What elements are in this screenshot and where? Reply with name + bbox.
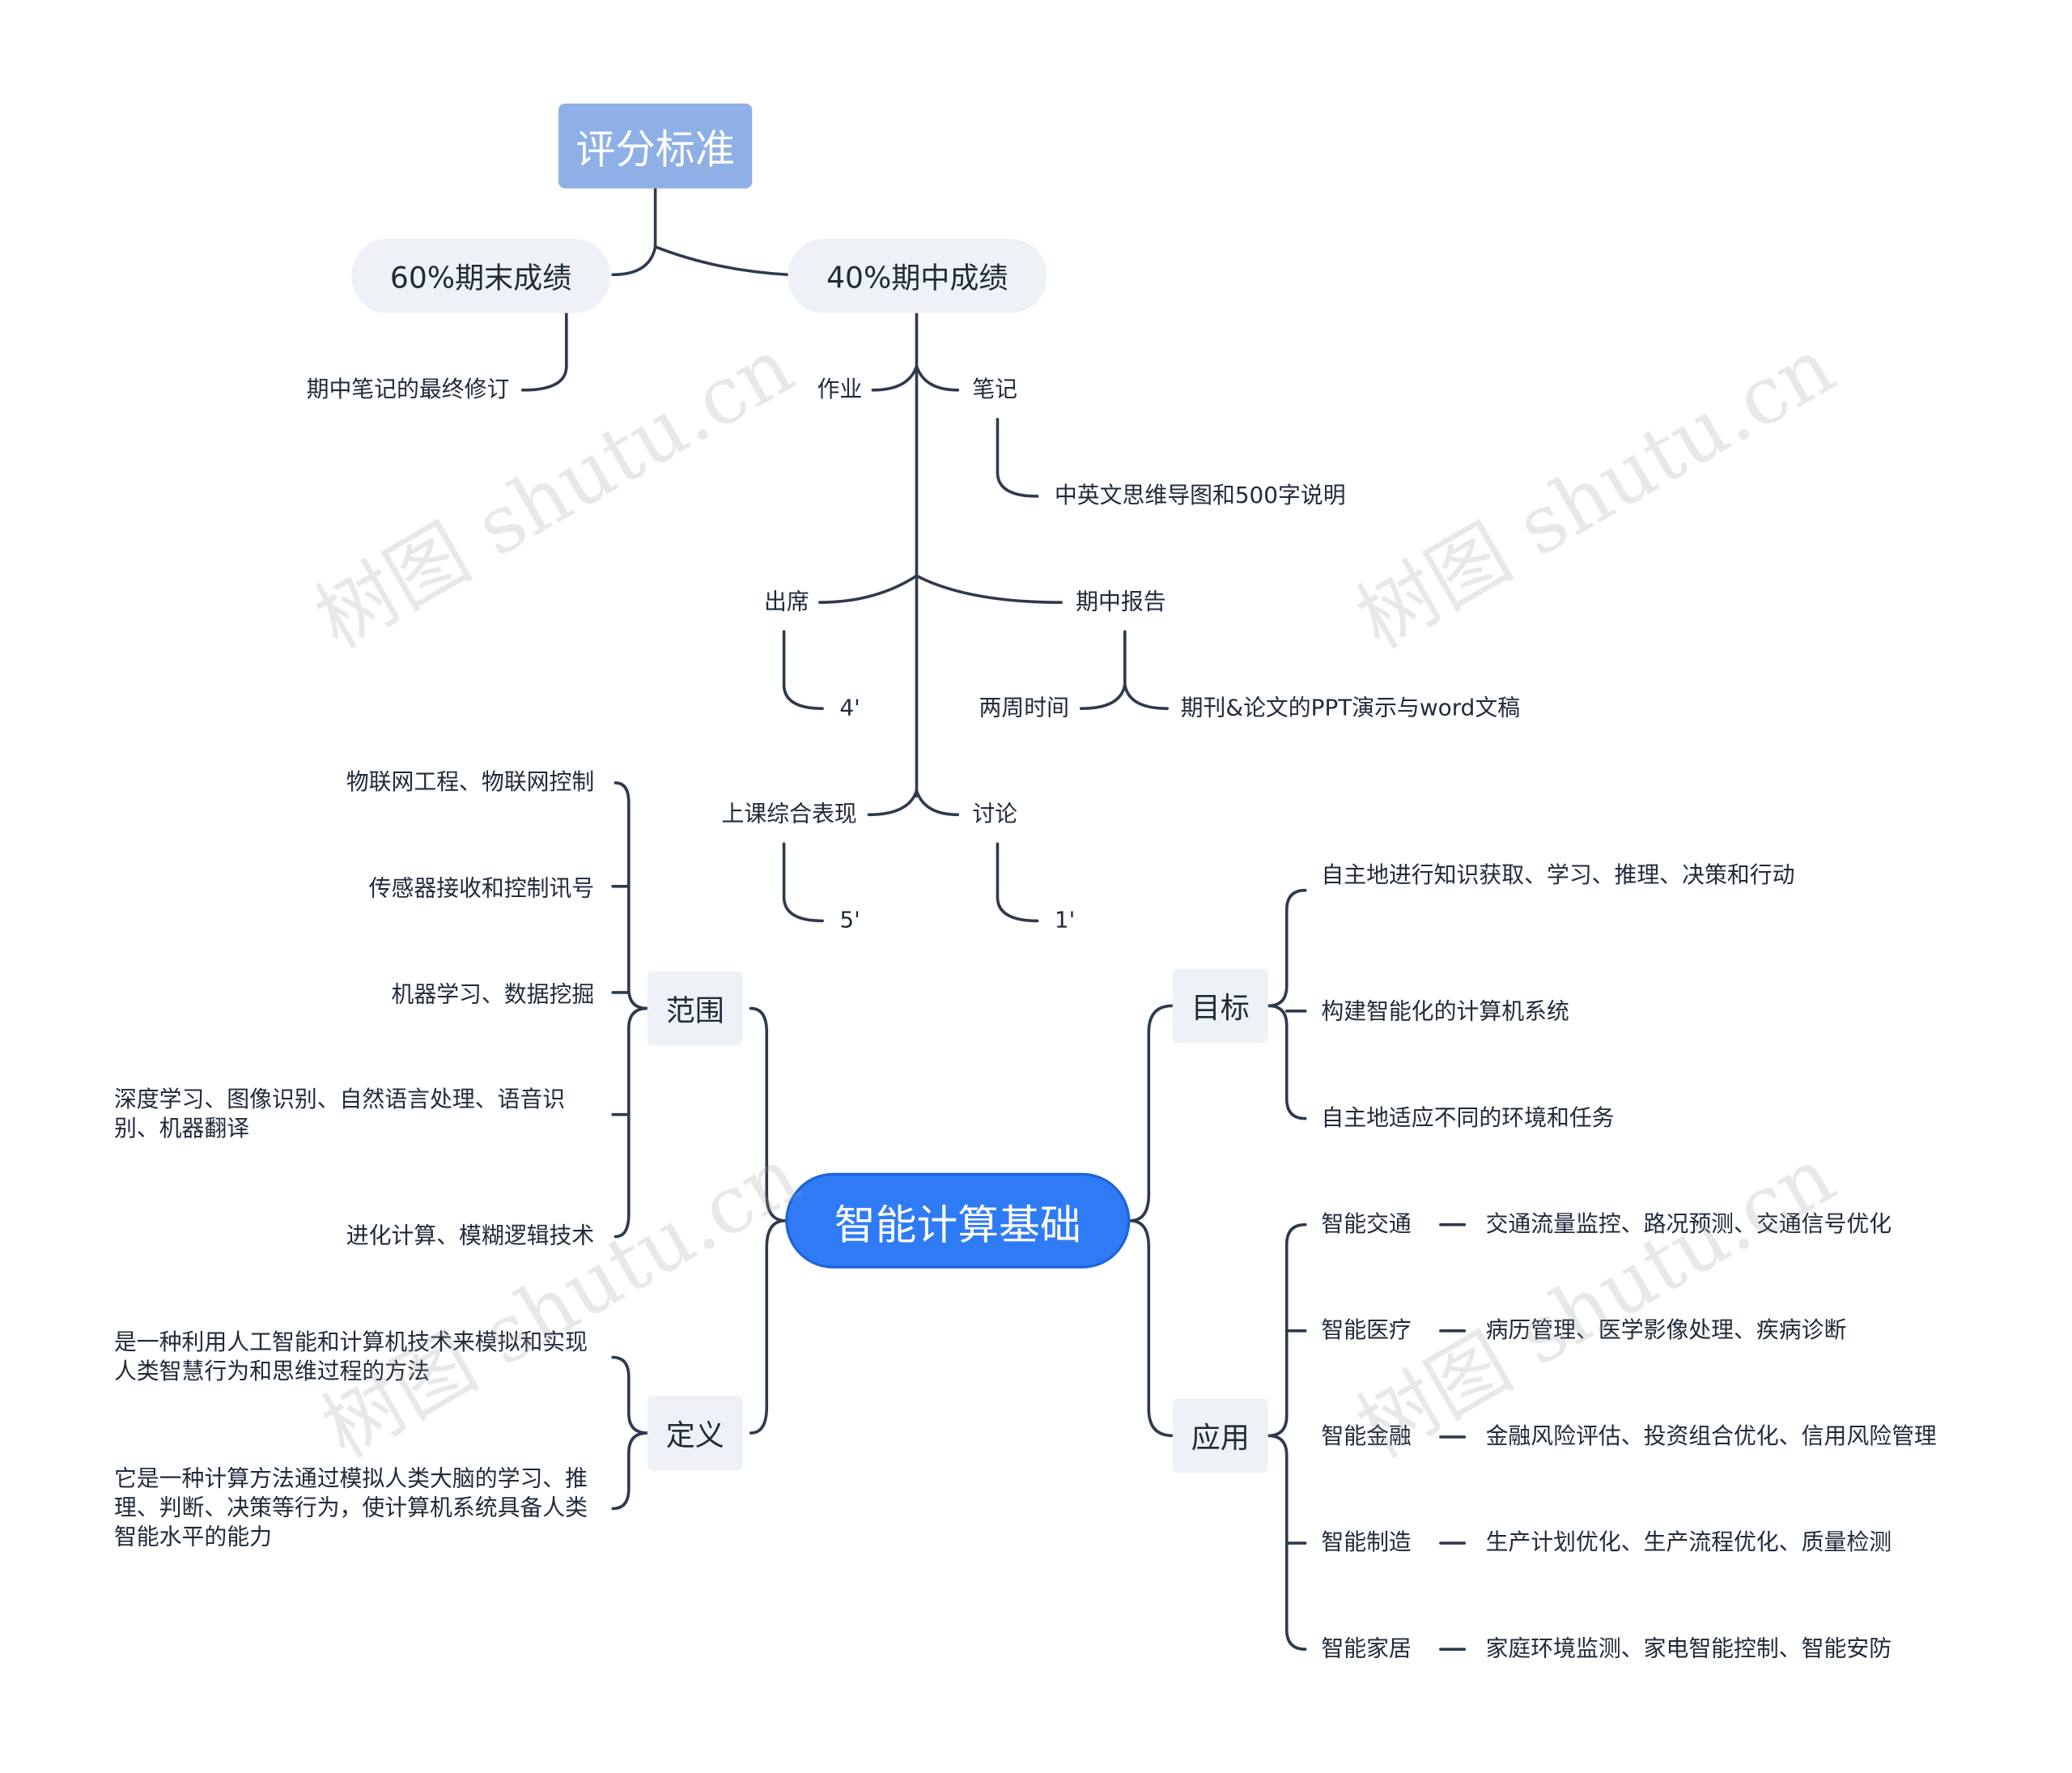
discussion-score[interactable]: 1' [1054, 908, 1076, 934]
application-name[interactable]: 智能交通 [1321, 1211, 1412, 1239]
evaluation-title-node[interactable]: 评分标准 [558, 103, 753, 189]
application-name[interactable]: 智能家居 [1321, 1635, 1412, 1663]
report-duration[interactable]: 两周时间 [979, 695, 1069, 722]
performance-score[interactable]: 5' [839, 908, 860, 934]
goal-node[interactable]: 目标 [1172, 968, 1268, 1044]
goal-item[interactable]: 构建智能化的计算机系统 [1321, 999, 1569, 1026]
scope-node[interactable]: 范围 [647, 971, 743, 1046]
homework-label[interactable]: 作业 [817, 376, 863, 404]
attendance-score[interactable]: 4' [839, 695, 860, 722]
report-label[interactable]: 期中报告 [1076, 589, 1166, 616]
definition-node[interactable]: 定义 [647, 1396, 743, 1470]
scope-item[interactable]: 物联网工程、物联网控制 [346, 769, 595, 797]
application-detail[interactable]: 生产计划优化、生产流程优化、质量检测 [1485, 1529, 1892, 1557]
report-detail[interactable]: 期刊&论文的PPT演示与word文稿 [1180, 695, 1521, 722]
performance-label[interactable]: 上课综合表现 [721, 801, 857, 828]
discussion-label[interactable]: 讨论 [972, 801, 1018, 828]
midterm-node[interactable]: 40%期中成绩 [788, 239, 1047, 313]
definition-item[interactable]: 它是一种计算方法通过模拟人类大脑的学习、推理、判断、决策等行为，使计算机系统具备… [113, 1465, 588, 1551]
goal-item[interactable]: 自主地进行知识获取、学习、推理、决策和行动 [1321, 862, 1795, 890]
attendance-label[interactable]: 出席 [764, 589, 809, 616]
application-node[interactable]: 应用 [1172, 1398, 1268, 1473]
scope-item[interactable]: 深度学习、图像识别、自然语言处理、语音识别、机器翻译 [113, 1086, 566, 1143]
scope-item[interactable]: 进化计算、模糊逻辑技术 [346, 1223, 595, 1250]
definition-item[interactable]: 是一种利用人工智能和计算机技术来模拟和实现人类智慧行为和思维过程的方法 [113, 1329, 588, 1386]
goal-item[interactable]: 自主地适应不同的环境和任务 [1321, 1105, 1615, 1132]
final-note[interactable]: 期中笔记的最终修订 [306, 376, 510, 404]
application-detail[interactable]: 家庭环境监测、家电智能控制、智能安防 [1485, 1635, 1892, 1663]
application-name[interactable]: 智能制造 [1321, 1529, 1412, 1557]
scope-item[interactable]: 传感器接收和控制讯号 [368, 875, 595, 903]
notes-detail[interactable]: 中英文思维导图和500字说明 [1054, 483, 1346, 510]
application-detail[interactable]: 金融风险评估、投资组合优化、信用风险管理 [1485, 1423, 1937, 1451]
final-exam-node[interactable]: 60%期末成绩 [351, 239, 610, 313]
application-name[interactable]: 智能金融 [1321, 1423, 1412, 1451]
root-node[interactable]: 智能计算基础 [785, 1172, 1131, 1269]
application-name[interactable]: 智能医疗 [1321, 1317, 1412, 1345]
application-detail[interactable]: 病历管理、医学影像处理、疾病诊断 [1485, 1317, 1847, 1345]
notes-label[interactable]: 笔记 [972, 376, 1018, 404]
application-detail[interactable]: 交通流量监控、路况预测、交通信号优化 [1485, 1211, 1892, 1239]
scope-item[interactable]: 机器学习、数据挖掘 [391, 981, 595, 1009]
